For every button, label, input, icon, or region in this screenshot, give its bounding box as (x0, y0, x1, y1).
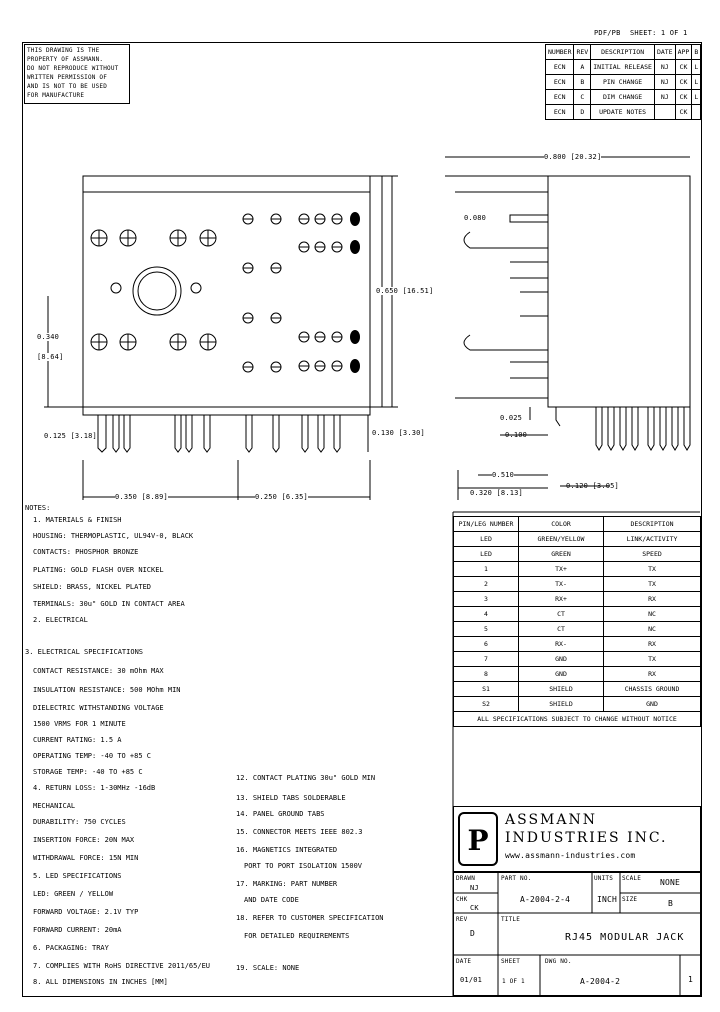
checked-label: CHK (456, 896, 468, 903)
scale-label: SCALE (622, 875, 642, 882)
part-value: A-2004-2-4 (520, 895, 571, 904)
scale-value: NONE (660, 878, 681, 887)
dwg-value: A-2004-2 (580, 977, 621, 986)
size-label: SIZE (622, 896, 638, 903)
drawing-frame (22, 42, 702, 997)
dwg-label: DWG NO. (545, 958, 572, 965)
size-value: B (668, 899, 674, 908)
dim-top-width: 0.800 [20.32] (544, 153, 602, 161)
table-row: ECN B PIN CHANGE NJ CK L (544, 74, 702, 90)
units-label: UNITS (594, 875, 614, 882)
table-row: ECN C DIM CHANGE NJ CK L (544, 89, 702, 105)
dim-bottom-b: 0.250 [6.35] (255, 493, 308, 501)
company-logo: P (458, 812, 498, 866)
title-label: TITLE (501, 916, 521, 923)
checked-value: CK (470, 904, 479, 912)
rev-header: NUMBER (544, 44, 575, 60)
title-block (453, 872, 701, 996)
drawn-value: NJ (470, 884, 479, 892)
dim-left-height-b: [8.64] (37, 353, 64, 361)
dim-side-c: 0.100 (505, 431, 528, 439)
warning-box (24, 44, 130, 104)
dim-side-top: 0.080 (464, 214, 487, 222)
sheet-number: 1 (688, 975, 694, 984)
dim-side-b: 0.025 (500, 414, 523, 422)
table-row: ALL SPECIFICATIONS SUBJECT TO CHANGE WIT… (453, 711, 701, 727)
logo-letter: P (467, 824, 489, 857)
revision-table: NUMBER REV DESCRIPTION DATE APP B ECN A … (544, 44, 702, 120)
date-label: DATE (456, 958, 472, 965)
dim-side-f: 0.320 [8.13] (470, 489, 523, 497)
dim-side-d: 0.120 [3.05] (566, 482, 619, 490)
company-name-line2: INDUSTRIES INC. (505, 830, 668, 846)
notes-title: NOTES: (25, 504, 51, 512)
sheet-label-block: SHEET (501, 958, 521, 965)
company-block (453, 806, 701, 872)
units-value: INCH (597, 895, 618, 904)
rev-value: D (470, 929, 476, 938)
date-value: 01/01 (460, 976, 483, 984)
dim-height-right: 0.650 [16.51] (376, 287, 434, 295)
company-name-line1: ASSMANN (505, 812, 597, 828)
dim-bottom-a: 0.350 [8.89] (115, 493, 168, 501)
dim-left-pin: 0.125 [3.18] (44, 432, 97, 440)
sheet-label: SHEET: 1 OF 1 (630, 29, 688, 37)
table-row: ECN A INITIAL RELEASE NJ CK L (544, 59, 702, 75)
drawing-title: RJ45 MODULAR JACK (565, 932, 685, 943)
part-label: PART NO. (501, 875, 532, 882)
pdf-label: PDF/PB (594, 29, 621, 37)
dim-side-e: 0.510 (492, 471, 515, 479)
sheet-value: 1 OF 1 (502, 978, 525, 985)
company-website[interactable]: www.assmann-industries.com (505, 851, 636, 860)
table-row: ECN D UPDATE NOTES CK (544, 104, 702, 120)
dim-left-height-a: 0.340 (37, 333, 60, 341)
drawn-label: DRAWN (456, 875, 476, 882)
rev-label: REV (456, 916, 468, 923)
dim-pin-length: 0.130 [3.30] (372, 429, 425, 437)
